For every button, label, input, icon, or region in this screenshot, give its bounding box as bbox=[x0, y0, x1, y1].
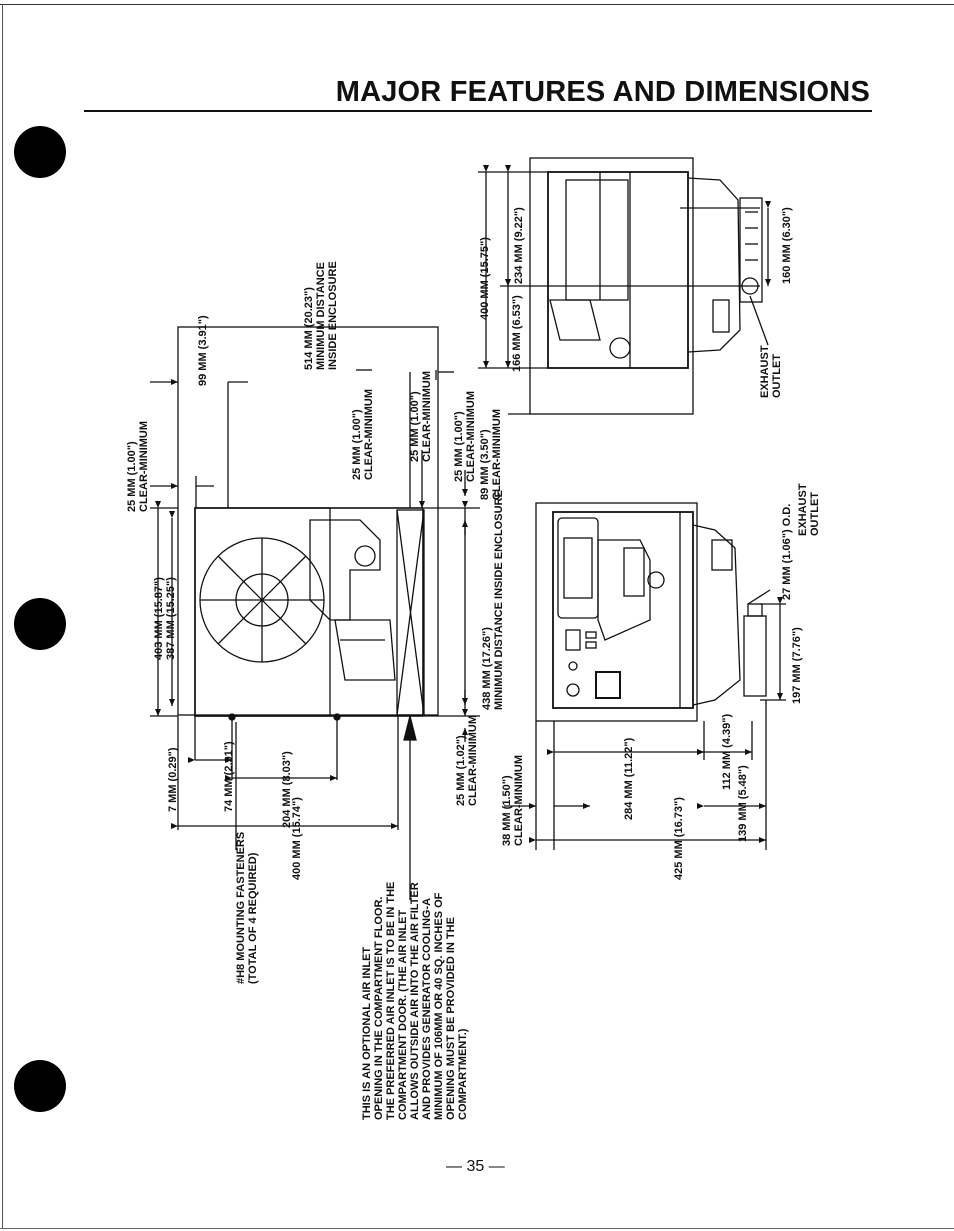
air-inlet-note-line: THE PREFERRED AIR INLET IS TO BE IN THE bbox=[385, 882, 397, 1120]
clear-left-label-2: CLEAR-MINIMUM bbox=[138, 421, 150, 512]
clear-bottom-label: 25 MM (1.02") bbox=[455, 735, 467, 806]
clear-left-label: 25 MM (1.00") bbox=[126, 441, 138, 512]
side-dim-400-label: 400 MM (15.75") bbox=[479, 237, 491, 320]
dim-514-label-2: MINIMUM DISTANCE bbox=[315, 262, 327, 370]
dim-74-label: 74 MM (2.91") bbox=[223, 741, 235, 812]
fasteners-label: #H8 MOUNTING FASTENERS bbox=[235, 832, 247, 984]
dim-403-label: 403 MM (15.87") bbox=[153, 577, 165, 660]
side-exhaust-label: EXHAUST bbox=[759, 345, 771, 398]
front-dim-284-label: 284 MM (11.22") bbox=[623, 737, 635, 820]
page-title: MAJOR FEATURES AND DIMENSIONS bbox=[335, 76, 870, 108]
clear-right-label-2: CLEAR-MINIMUM bbox=[465, 391, 477, 482]
clear-mid1-label-2: CLEAR-MINIMUM bbox=[363, 389, 375, 480]
dim-38-label-2: CLEAR-MINIMUM bbox=[513, 755, 525, 846]
page-left-edge bbox=[2, 4, 3, 1229]
page-number: — 35 — bbox=[446, 1158, 505, 1175]
front-dim-197-label: 197 MM (7.76") bbox=[791, 627, 803, 704]
binder-hole-bottom bbox=[14, 1060, 66, 1112]
front-exhaust-coil bbox=[711, 539, 733, 571]
side-dim-234-label: 234 MM (9.22") bbox=[513, 207, 525, 284]
side-dim-160-label: 160 MM (6.30") bbox=[781, 207, 793, 284]
page-top-edge bbox=[0, 4, 954, 5]
plan-enclosure-outline bbox=[177, 326, 439, 716]
dim-438-label-2: MINIMUM DISTANCE INSIDE ENCLOSURE bbox=[493, 490, 505, 710]
dim-438-label: 438 MM (17.26") bbox=[481, 627, 493, 710]
clear-bottom-label-2: CLEAR-MINIMUM bbox=[467, 715, 479, 806]
air-inlet-note-line: AND PROVIDES GENERATOR COOLING-A bbox=[421, 898, 433, 1120]
air-inlet-note-line: ALLOWS OUTSIDE AIR INTO THE AIR FILTER bbox=[409, 882, 421, 1120]
front-exhaust-label: EXHAUST bbox=[797, 483, 809, 536]
plan-view bbox=[150, 326, 480, 900]
air-inlet-note: THIS IS AN OPTIONAL AIR INLET OPENING IN… bbox=[361, 882, 469, 1120]
dim-387-label: 387 MM (15.25") bbox=[165, 577, 177, 660]
dim-514-label: 514 MM (20.23") bbox=[303, 287, 315, 370]
front-exhaust-label-2: OUTLET bbox=[809, 492, 821, 536]
side-view bbox=[478, 157, 771, 415]
side-dim-166-label: 166 MM (6.53") bbox=[511, 295, 523, 372]
side-muffler bbox=[687, 177, 741, 353]
dim-38-label: 38 MM (1.50") bbox=[501, 775, 513, 846]
clear-mid2-label-2: CLEAR-MINIMUM bbox=[421, 371, 433, 462]
air-inlet-note-line: OPENING IN THE COMPARTMENT FLOOR. bbox=[373, 897, 385, 1120]
dim-89-label-2: CLEAR-MINIMUM bbox=[491, 409, 503, 500]
front-exhaust-pipe bbox=[743, 615, 767, 697]
front-enclosure-outline bbox=[535, 502, 698, 722]
front-dim-139-label: 139 MM (5.48") bbox=[737, 765, 749, 842]
front-switch bbox=[568, 661, 578, 671]
side-unit-body bbox=[547, 171, 689, 369]
page-bottom-edge bbox=[0, 1228, 954, 1229]
air-inlet-note-line: COMPARTMENT.) bbox=[457, 1028, 469, 1120]
dim-7-label: 7 MM (0.29") bbox=[167, 747, 179, 812]
front-start-button bbox=[566, 683, 580, 697]
clear-mid2-label: 25 MM (1.00") bbox=[409, 391, 421, 462]
front-dim-112-label: 112 MM (4.39") bbox=[721, 714, 733, 790]
binder-hole-middle bbox=[14, 598, 66, 650]
front-breaker bbox=[565, 629, 581, 651]
front-dim-27-label: 27 MM (1.06") O.D. bbox=[781, 504, 793, 600]
air-inlet-opening bbox=[396, 509, 425, 716]
front-muffler bbox=[692, 524, 741, 706]
front-hour-meter bbox=[595, 671, 621, 699]
clear-right-label: 25 MM (1.00") bbox=[453, 411, 465, 482]
air-inlet-note-line: MINIMUM OF 106MM OR 40 SQ. INCHES OF bbox=[433, 892, 445, 1120]
plan-fan-housing bbox=[194, 507, 331, 717]
plan-air-filter bbox=[309, 519, 381, 621]
air-inlet-note-line: THIS IS AN OPTIONAL AIR INLET bbox=[361, 947, 373, 1120]
side-exhaust-label-2: OUTLET bbox=[771, 354, 783, 398]
side-exhaust-flange bbox=[739, 197, 763, 303]
dim-99-label: 99 MM (3.91") bbox=[197, 315, 209, 386]
air-inlet-note-line: COMPARTMENT DOOR. (THE AIR INLET bbox=[397, 910, 409, 1120]
dim-514-label-3: INSIDE ENCLOSURE bbox=[327, 261, 339, 370]
fasteners-label-2: (TOTAL OF 4 REQUIRED) bbox=[247, 852, 259, 984]
dim-400-label: 400 MM (15.74") bbox=[291, 797, 303, 880]
dim-204-label: 204 MM (8.03") bbox=[281, 751, 293, 828]
air-inlet-note-line: OPENING MUST BE PROVIDED IN THE bbox=[445, 917, 457, 1120]
dim-89-label: 89 MM (3.50") bbox=[479, 429, 491, 500]
plan-unit-body bbox=[194, 507, 424, 717]
binder-hole-top bbox=[14, 126, 66, 178]
title-rule bbox=[84, 110, 872, 112]
front-view bbox=[504, 502, 786, 850]
side-panel bbox=[565, 179, 629, 301]
clear-mid1-label: 25 MM (1.00") bbox=[351, 409, 363, 480]
front-unit-body bbox=[552, 511, 694, 709]
front-dim-425-label: 425 MM (16.73") bbox=[673, 797, 685, 880]
